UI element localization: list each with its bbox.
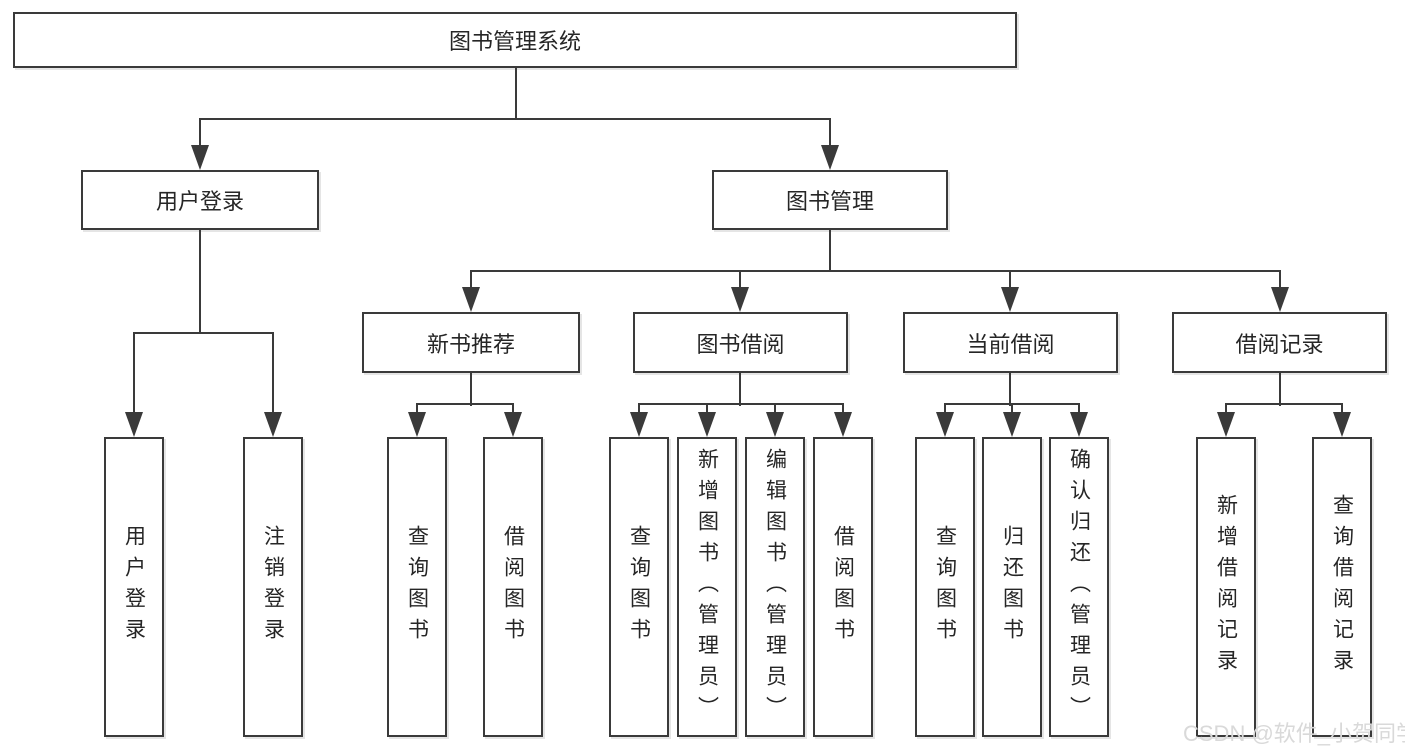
leaf-user-login: 用户登录 (104, 437, 164, 737)
leaf-confirm-return-admin: 确认归还（管理员） (1049, 437, 1109, 737)
leaf-label: 查询图书 (627, 525, 651, 649)
arrow-down-icon (731, 287, 749, 312)
connector-line (132, 332, 136, 416)
leaf-label: 注销登录 (261, 525, 285, 649)
node-root-label: 图书管理系统 (448, 29, 581, 54)
connector-line (828, 118, 832, 150)
leaf-label: 借阅图书 (831, 525, 855, 649)
connector-line (511, 403, 515, 416)
arrow-down-icon (1217, 412, 1235, 437)
node-label: 借阅记录 (1235, 331, 1324, 357)
node-borrow-records: 借阅记录 (1172, 312, 1387, 373)
arrow-down-icon (408, 412, 426, 437)
connector-line (1010, 403, 1014, 416)
leaf-borrow-books: 借阅图书 (813, 437, 873, 737)
arrow-down-icon (191, 145, 209, 170)
leaf-label: 编辑图书（管理员） (763, 447, 787, 727)
node-label: 用户登录 (155, 189, 244, 214)
node-user-login: 用户登录 (81, 170, 319, 230)
leaf-label: 确认归还（管理员） (1067, 447, 1091, 727)
arrow-down-icon (1001, 287, 1019, 312)
connector-line (469, 270, 473, 294)
leaf-edit-books-admin: 编辑图书（管理员） (745, 437, 805, 737)
arrow-down-icon (821, 145, 839, 170)
connector-line (1008, 373, 1012, 406)
arrow-down-icon (504, 412, 522, 437)
leaf-label: 新增图书（管理员） (695, 447, 719, 727)
arrow-down-icon (125, 412, 143, 437)
leaf-query-books: 查询图书 (387, 437, 447, 737)
connector-line (1278, 270, 1282, 294)
leaf-label: 归还图书 (1000, 525, 1024, 649)
leaf-label: 查询图书 (933, 525, 957, 649)
leaf-label: 新增借阅记录 (1214, 494, 1238, 680)
connector-line (738, 270, 742, 294)
connector-line (415, 403, 419, 416)
connector-line (1077, 403, 1081, 416)
leaf-query-books: 查询图书 (609, 437, 669, 737)
csdn-watermark: CSDN @软件_小贺同学 (1183, 721, 1405, 746)
connector-line (637, 402, 845, 406)
connector-line (132, 331, 275, 334)
leaf-query-borrow-record: 查询借阅记录 (1312, 437, 1372, 737)
arrow-down-icon (834, 412, 852, 437)
connector-line (415, 402, 515, 406)
connector-line (705, 403, 709, 416)
connector-line (841, 403, 845, 416)
leaf-label: 查询借阅记录 (1330, 494, 1354, 680)
arrow-down-icon (264, 412, 282, 437)
leaf-logout: 注销登录 (243, 437, 303, 737)
connector-line (1340, 403, 1344, 416)
connector-line (943, 403, 947, 416)
leaf-query-books: 查询图书 (915, 437, 975, 737)
connector-line (198, 230, 202, 334)
connector-line (637, 403, 641, 416)
connector-line (1278, 373, 1282, 406)
node-label: 新书推荐 (426, 331, 515, 357)
arrow-down-icon (1271, 287, 1289, 312)
leaf-add-borrow-record: 新增借阅记录 (1196, 437, 1256, 737)
node-label: 图书借阅 (696, 331, 785, 357)
arrow-down-icon (1003, 412, 1021, 437)
node-label: 图书管理 (785, 189, 874, 214)
connector-line (198, 118, 202, 150)
arrow-down-icon (936, 412, 954, 437)
leaf-label: 查询图书 (405, 525, 429, 649)
arrow-down-icon (462, 287, 480, 312)
arrow-down-icon (630, 412, 648, 437)
arrow-down-icon (766, 412, 784, 437)
node-new-book-recommend: 新书推荐 (362, 312, 580, 373)
arrow-down-icon (1333, 412, 1351, 437)
node-current-borrowing: 当前借阅 (903, 312, 1118, 373)
leaf-label: 借阅图书 (501, 525, 525, 649)
connector-line (198, 117, 831, 120)
connector-line (514, 68, 518, 120)
connector-line (1224, 402, 1344, 406)
connector-line (469, 373, 473, 406)
leaf-borrow-books: 借阅图书 (483, 437, 543, 737)
leaf-add-books-admin: 新增图书（管理员） (677, 437, 737, 737)
connector-line (271, 332, 275, 416)
connector-line (1224, 403, 1228, 416)
node-book-borrowing: 图书借阅 (633, 312, 848, 373)
connector-line (738, 373, 742, 406)
connector-line (773, 403, 777, 416)
leaf-return-books: 归还图书 (982, 437, 1042, 737)
connector-line (828, 230, 832, 272)
node-label: 当前借阅 (966, 331, 1055, 357)
node-root: 图书管理系统 (13, 12, 1017, 68)
leaf-label: 用户登录 (122, 525, 146, 649)
arrow-down-icon (1070, 412, 1088, 437)
connector-line (1008, 270, 1012, 294)
node-book-management: 图书管理 (712, 170, 948, 230)
connector-line (469, 269, 1282, 272)
arrow-down-icon (698, 412, 716, 437)
